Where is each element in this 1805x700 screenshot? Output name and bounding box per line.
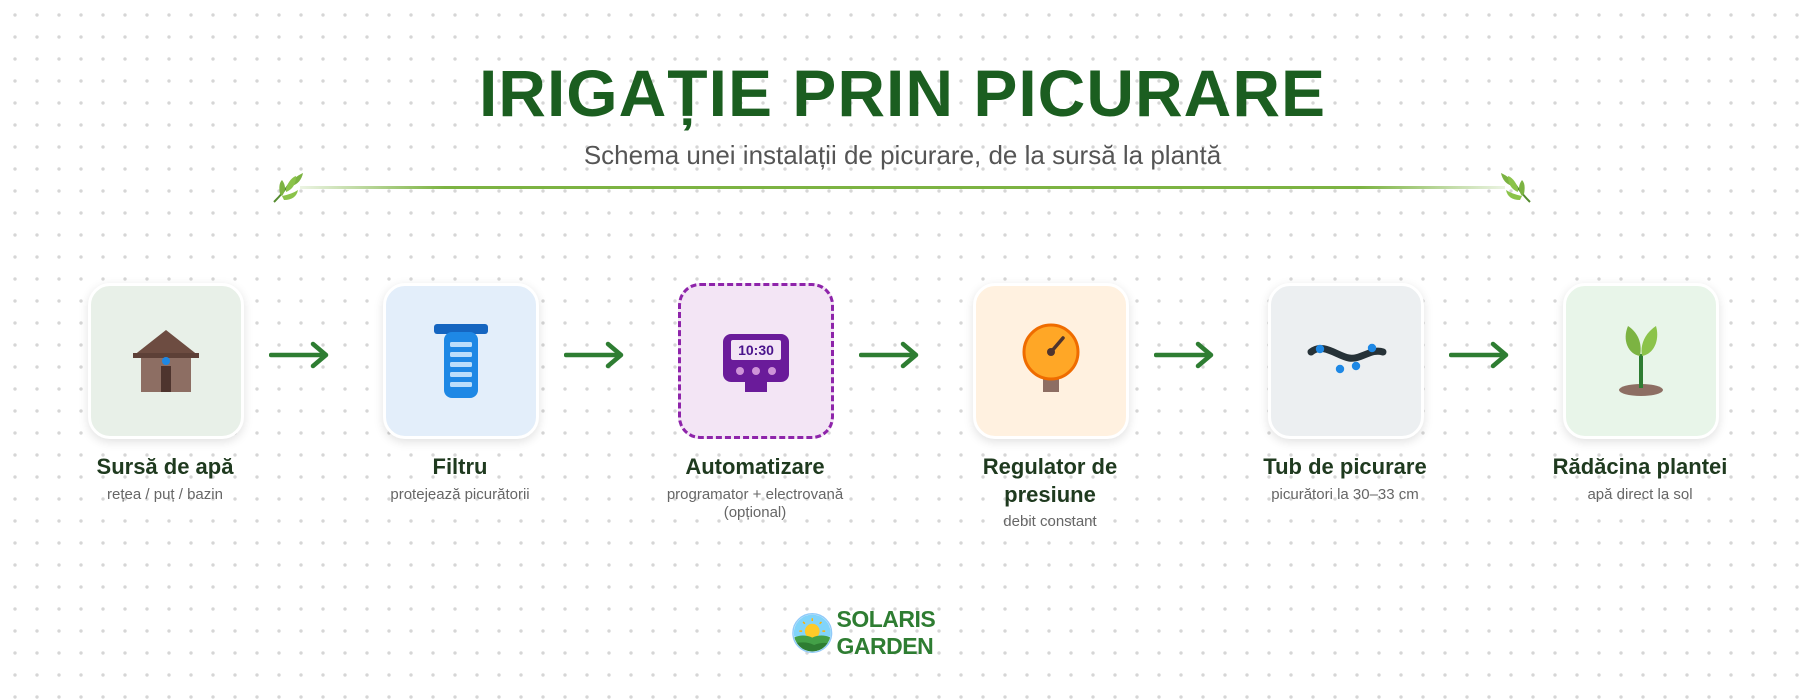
page-subtitle: Schema unei instalații de picurare, de l… — [583, 140, 1222, 170]
arrow-right-icon — [564, 341, 624, 369]
step-description: picurători la 30–33 cm — [1271, 486, 1419, 503]
step-pressure-regulator — [973, 283, 1129, 439]
solaris-garden-logo: SOLARIS GARDEN — [792, 606, 1022, 659]
arrow-right-icon — [1154, 341, 1214, 369]
step-label: Regulator de presiune — [982, 454, 1118, 507]
arrow-right-icon — [859, 341, 919, 369]
sprout-icon — [1619, 326, 1663, 396]
step-description: protejează picurătorii — [390, 486, 530, 503]
timer-controller-icon: 10:30 — [723, 334, 789, 392]
step-label: Automatizare — [685, 454, 825, 479]
logo-text: SOLARIS GARDEN — [836, 606, 936, 659]
clock-display: 10:30 — [738, 342, 774, 358]
step-description: debit constant — [1003, 513, 1097, 530]
title-divider — [300, 186, 1505, 189]
step-automation: 10:30 — [678, 283, 834, 439]
leaf-icon — [273, 173, 303, 203]
step-description: programator + electrovană (opțional) — [666, 486, 844, 521]
house-icon — [133, 330, 199, 392]
step-label: Rădăcina plantei — [1552, 454, 1728, 479]
filter-icon — [434, 324, 488, 398]
step-label: Filtru — [432, 454, 488, 479]
step-label: Tub de picurare — [1263, 454, 1427, 479]
step-drip-tube — [1268, 283, 1424, 439]
step-description: apă direct la sol — [1587, 486, 1693, 503]
step-label: Sursă de apă — [96, 454, 234, 479]
pressure-gauge-icon — [1022, 323, 1080, 392]
sun-landscape-icon — [792, 612, 833, 654]
page-title: IRIGAȚIE PRIN PICURARE — [478, 56, 1327, 130]
drip-tube-icon — [1307, 343, 1387, 374]
step-water-source — [88, 283, 244, 439]
step-description: rețea / puț / bazin — [107, 486, 223, 503]
leaf-icon — [1501, 173, 1531, 203]
step-filter — [383, 283, 539, 439]
arrow-right-icon — [1449, 341, 1509, 369]
arrow-right-icon — [269, 341, 329, 369]
step-plant-root — [1563, 283, 1719, 439]
